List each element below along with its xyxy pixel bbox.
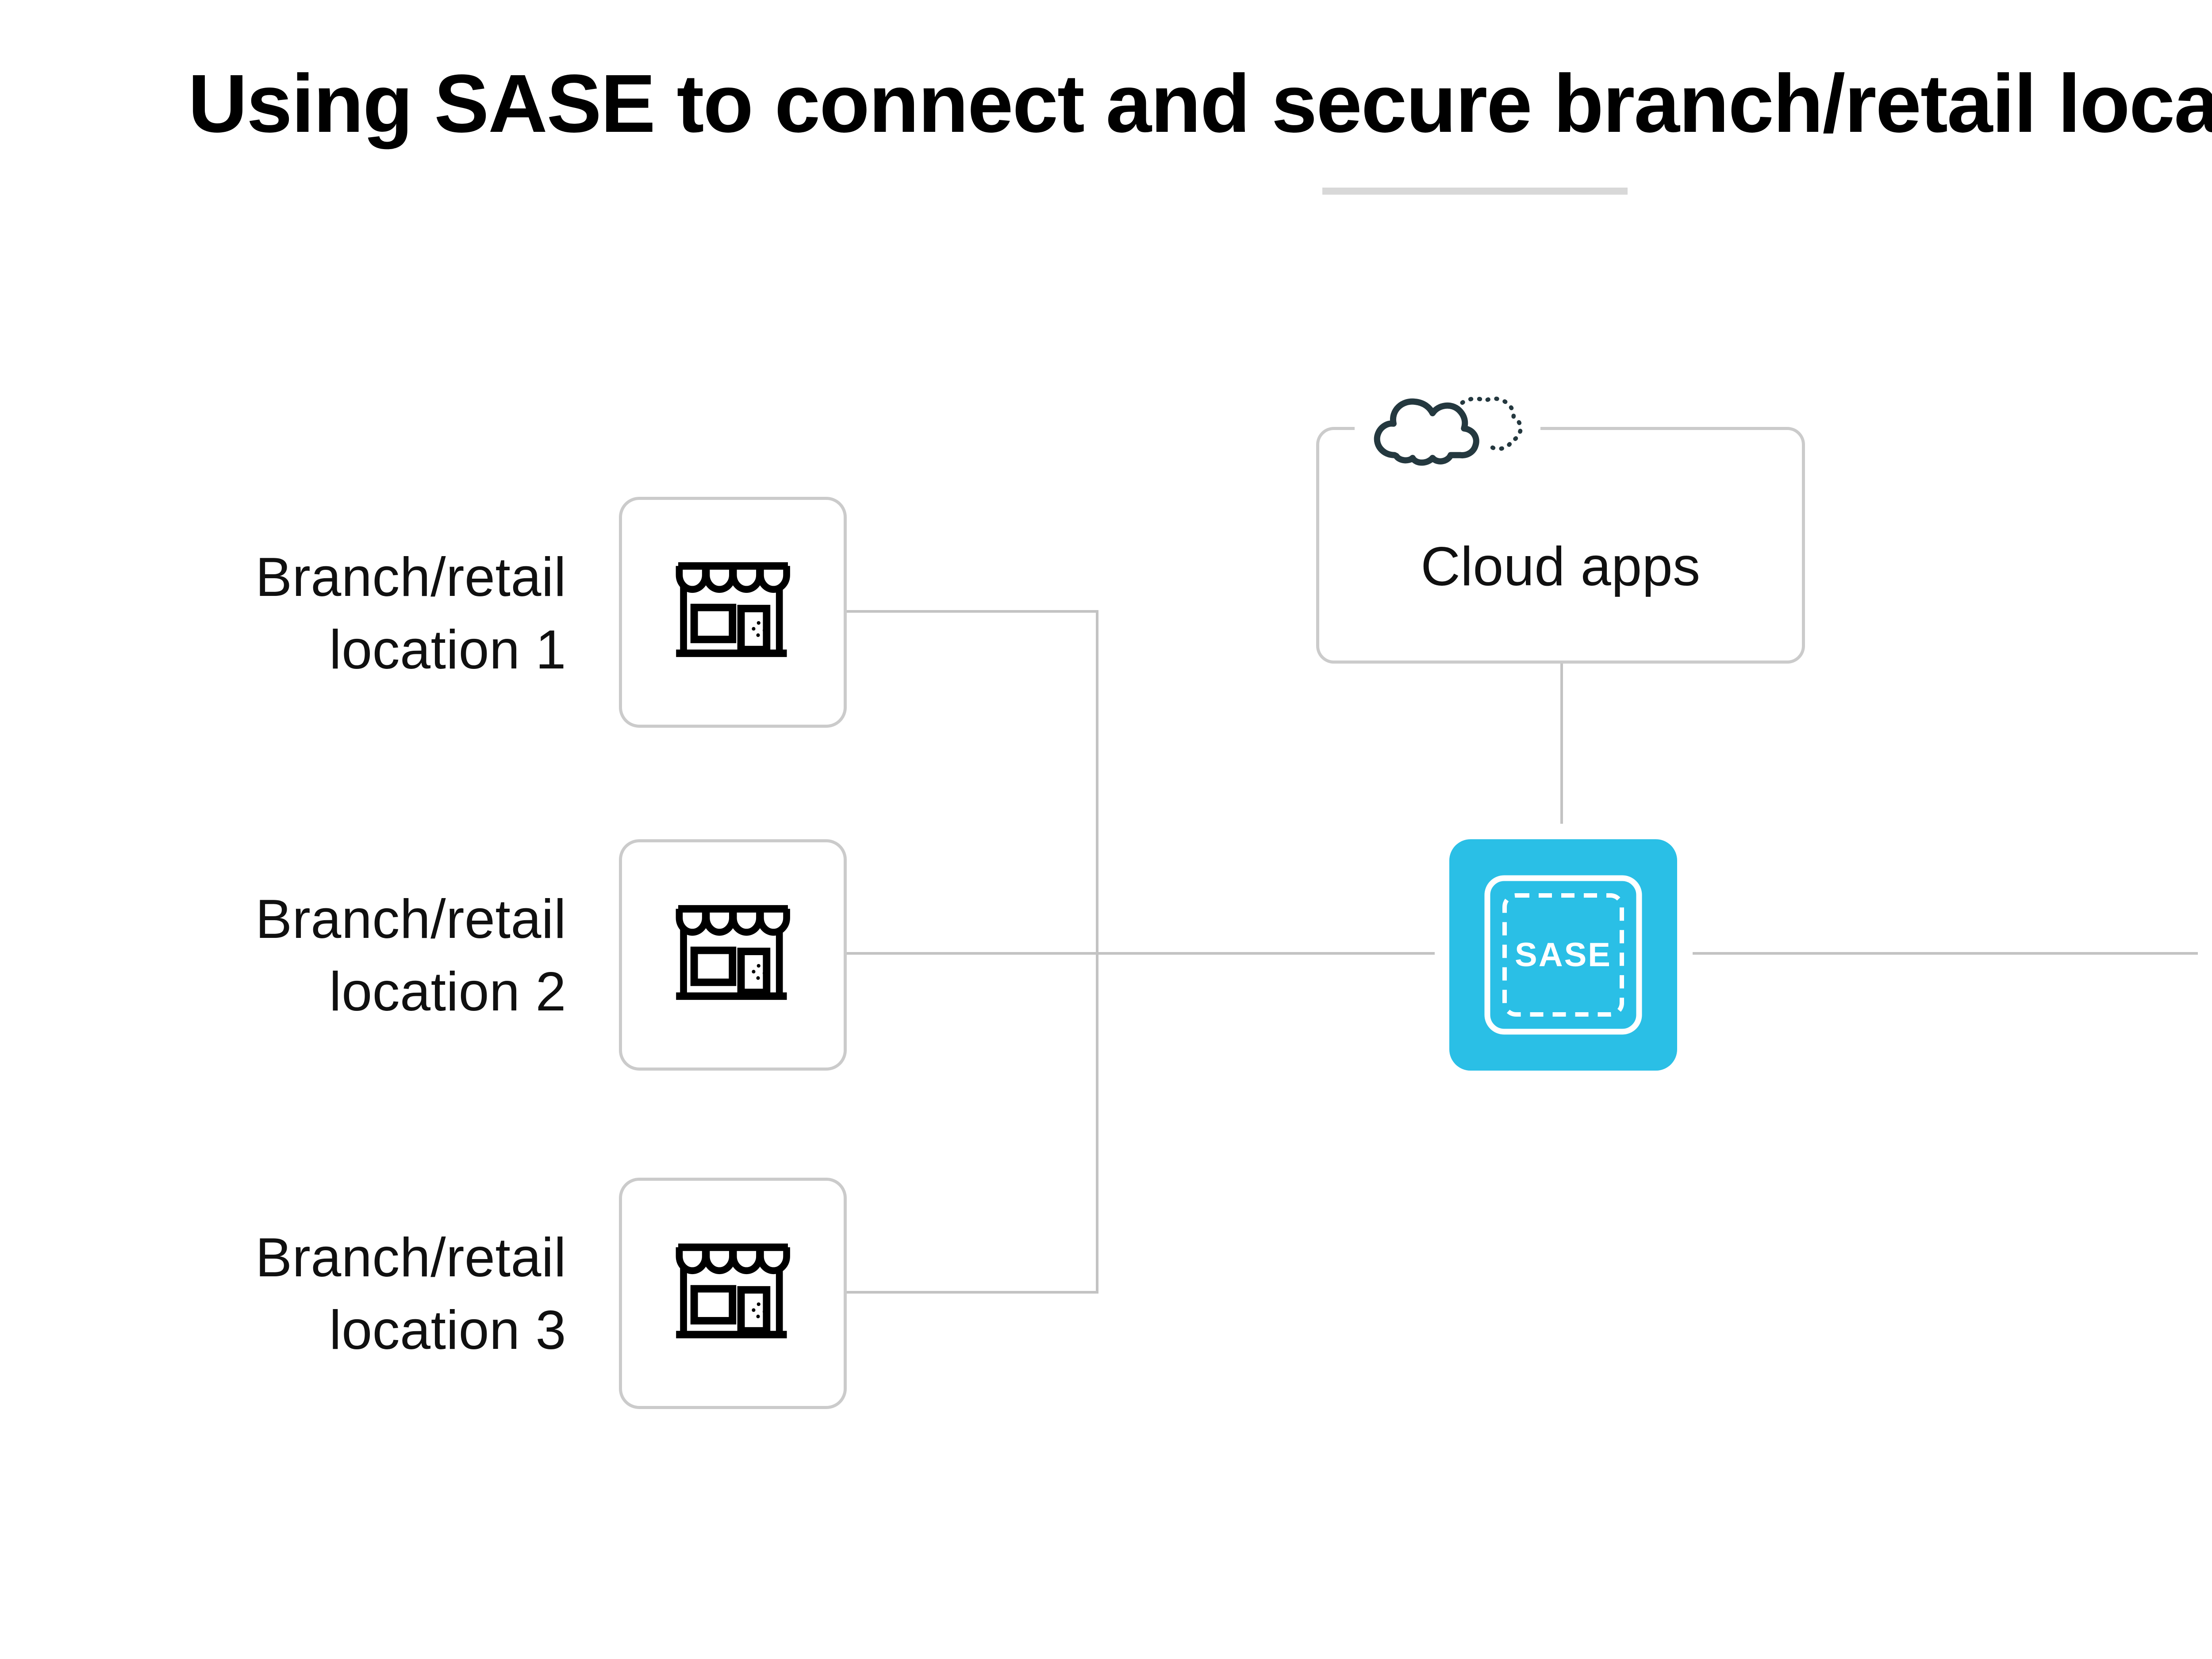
storefront-icon [676,905,790,1000]
connector-branch1-trunk [847,610,1098,613]
connector-branch2-sase [847,952,1435,955]
sase-node: SASE [1449,839,1677,1071]
branch1-label-line2: location 1 [329,619,566,680]
storefront-icon [676,1243,790,1338]
branch2-box [619,839,847,1071]
sase-label: SASE [1515,936,1612,974]
branch3-label: Branch/retail location 3 [255,1221,566,1367]
page-title: Using SASE to connect and secure branch/… [188,58,2212,150]
connector-branch3-trunk [847,1291,1098,1294]
cloud-icon-wrap [1355,388,1540,471]
sase-dashed-square-icon [1484,875,1642,1035]
title-divider [1322,188,1628,195]
storefront-icon [676,562,790,657]
branch3-label-line1: Branch/retail [255,1227,566,1288]
branch2-label-line2: location 2 [329,961,566,1022]
cloud-icon [1374,396,1523,466]
branch1-label: Branch/retail location 1 [255,541,566,687]
branch3-box [619,1178,847,1409]
branch1-label-line1: Branch/retail [255,547,566,608]
branch2-label-line1: Branch/retail [255,889,566,950]
connector-cloudapps-sase [1560,664,1563,824]
cloud-apps-label: Cloud apps [1421,536,1701,597]
branch1-box [619,497,847,728]
branch3-label-line2: location 3 [329,1300,566,1361]
connector-sase-datacenter [1693,952,2198,955]
branch2-label: Branch/retail location 2 [255,883,566,1029]
connector-trunk-vertical [1096,610,1098,1294]
